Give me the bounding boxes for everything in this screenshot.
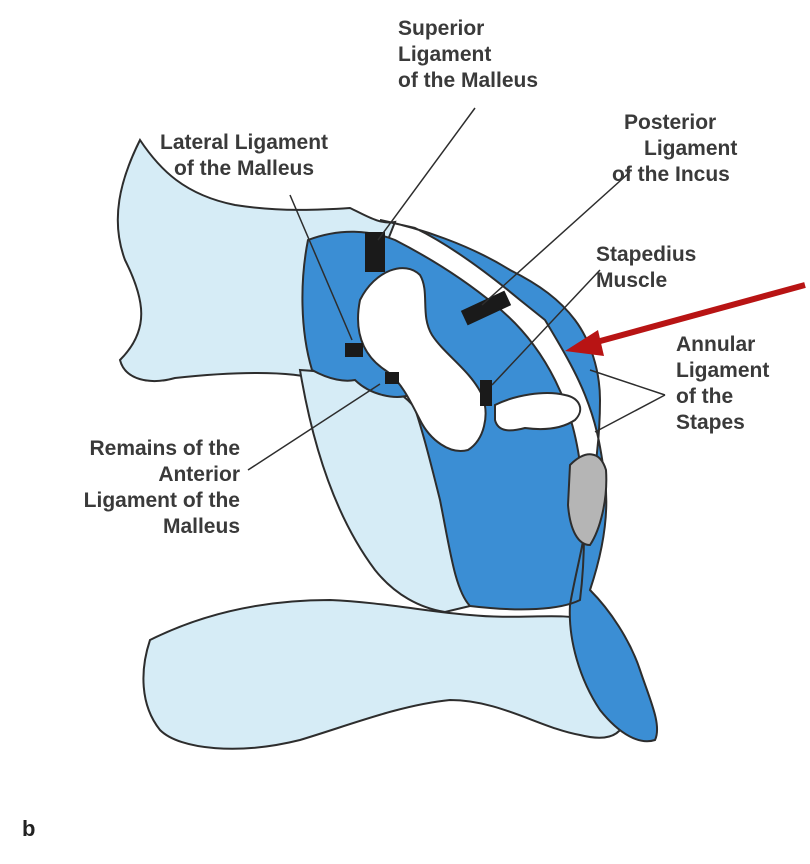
superior-ligament-band <box>365 232 385 272</box>
panel-letter: b <box>22 816 35 842</box>
label-line: of the Malleus <box>160 156 328 182</box>
lower-bone-region <box>143 600 625 749</box>
leader-annular-2 <box>595 395 665 432</box>
label-superior-ligament-malleus: Superior Ligament of the Malleus <box>398 16 538 94</box>
label-line: Annular <box>676 332 769 358</box>
label-line: Malleus <box>18 514 240 540</box>
label-line: Ligament <box>676 358 769 384</box>
leader-annular-1 <box>590 370 665 395</box>
label-line: Ligament <box>398 42 538 68</box>
stapedius-muscle-band <box>480 380 492 406</box>
label-line: Ligament of the <box>18 488 240 514</box>
label-stapedius-muscle: Stapedius Muscle <box>596 242 696 294</box>
label-line: Muscle <box>596 268 696 294</box>
label-line: of the <box>676 384 769 410</box>
lateral-ligament-band <box>345 343 363 357</box>
label-posterior-ligament-incus: Posterior Ligament of the Incus <box>612 110 737 188</box>
label-remains-anterior-ligament-malleus: Remains of the Anterior Ligament of the … <box>18 436 240 540</box>
label-line: Superior <box>398 16 538 42</box>
label-line: Stapes <box>676 410 769 436</box>
stapes-shape <box>495 393 580 430</box>
label-line: Ligament <box>612 136 737 162</box>
label-line: of the Incus <box>612 162 737 188</box>
label-line: Posterior <box>612 110 737 136</box>
label-line: Stapedius <box>596 242 696 268</box>
leader-superior <box>378 108 475 240</box>
label-line: of the Malleus <box>398 68 538 94</box>
anterior-ligament-remains <box>385 372 399 384</box>
label-line: Lateral Ligament <box>160 130 328 156</box>
label-lateral-ligament-malleus: Lateral Ligament of the Malleus <box>160 130 328 182</box>
label-line: Remains of the <box>18 436 240 462</box>
label-annular-ligament-stapes: Annular Ligament of the Stapes <box>676 332 769 436</box>
label-line: Anterior <box>18 462 240 488</box>
